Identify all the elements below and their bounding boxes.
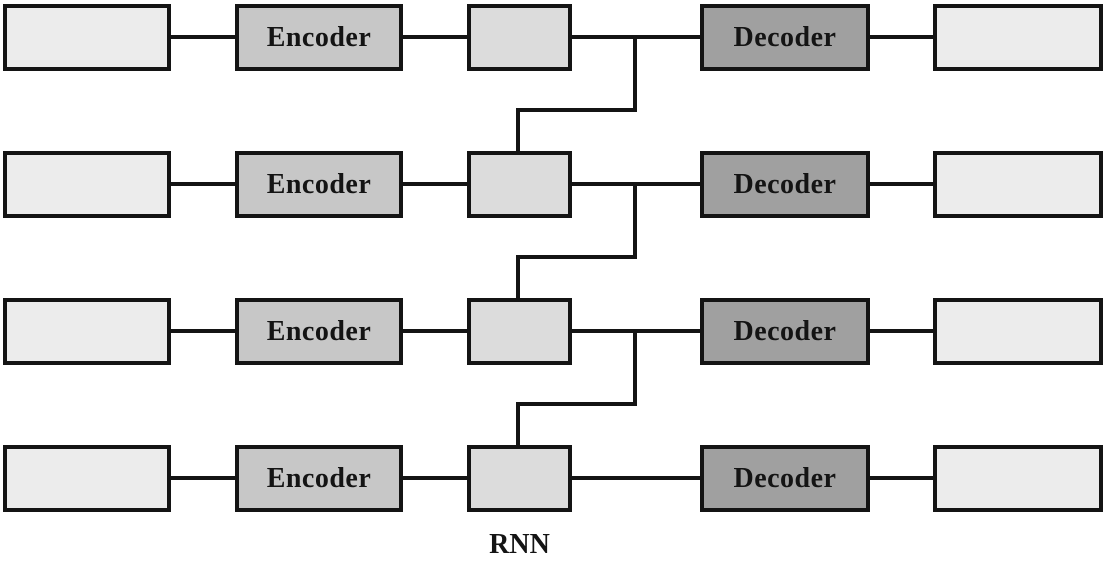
pipeline-row-1: Encoder Decoder (0, 4, 1105, 71)
input-box (3, 445, 171, 512)
connector-decoder-output (870, 182, 933, 186)
encoder-box: Encoder (235, 445, 403, 512)
connector-encoder-state (403, 329, 467, 333)
recurrent-connector-into-state (516, 402, 520, 449)
recurrent-connector-down (633, 35, 637, 112)
encoder-box: Encoder (235, 151, 403, 218)
recurrent-connector-jog (516, 108, 637, 112)
output-box (933, 151, 1103, 218)
connector-input-encoder (171, 182, 235, 186)
connector-encoder-state (403, 476, 467, 480)
decoder-box: Decoder (700, 298, 870, 365)
recurrent-connector-jog (516, 402, 637, 406)
output-box (933, 298, 1103, 365)
output-box (933, 4, 1103, 71)
decoder-label: Decoder (733, 21, 837, 53)
encoder-label: Encoder (266, 168, 372, 200)
hidden-state-box (467, 298, 572, 365)
decoder-box: Decoder (700, 445, 870, 512)
connector-decoder-output (870, 35, 933, 39)
pipeline-row-4: Encoder Decoder (0, 445, 1105, 512)
connector-decoder-output (870, 329, 933, 333)
encoder-label: Encoder (266, 462, 372, 494)
decoder-label: Decoder (733, 168, 837, 200)
hidden-state-box (467, 4, 572, 71)
decoder-box: Decoder (700, 151, 870, 218)
recurrent-connector-down (633, 329, 637, 406)
recurrent-connector-into-state (516, 108, 520, 155)
connector-encoder-state (403, 35, 467, 39)
output-box (933, 445, 1103, 512)
decoder-label: Decoder (733, 315, 837, 347)
connector-decoder-output (870, 476, 933, 480)
encoder-label: Encoder (266, 315, 372, 347)
encoder-box: Encoder (235, 298, 403, 365)
hidden-state-box (467, 151, 572, 218)
connector-encoder-state (403, 182, 467, 186)
recurrent-connector-into-state (516, 255, 520, 302)
recurrent-connector-down (633, 182, 637, 259)
pipeline-row-2: Encoder Decoder (0, 151, 1105, 218)
connector-input-encoder (171, 35, 235, 39)
recurrent-connector-jog (516, 255, 637, 259)
decoder-box: Decoder (700, 4, 870, 71)
encoder-label: Encoder (266, 21, 372, 53)
pipeline-row-3: Encoder Decoder (0, 298, 1105, 365)
decoder-label: Decoder (733, 462, 837, 494)
encoder-box: Encoder (235, 4, 403, 71)
hidden-state-box (467, 445, 572, 512)
input-box (3, 151, 171, 218)
connector-input-encoder (171, 329, 235, 333)
input-box (3, 4, 171, 71)
connector-input-encoder (171, 476, 235, 480)
input-box (3, 298, 171, 365)
connector-state-decoder (572, 476, 700, 480)
rnn-label: RNN (489, 529, 550, 560)
